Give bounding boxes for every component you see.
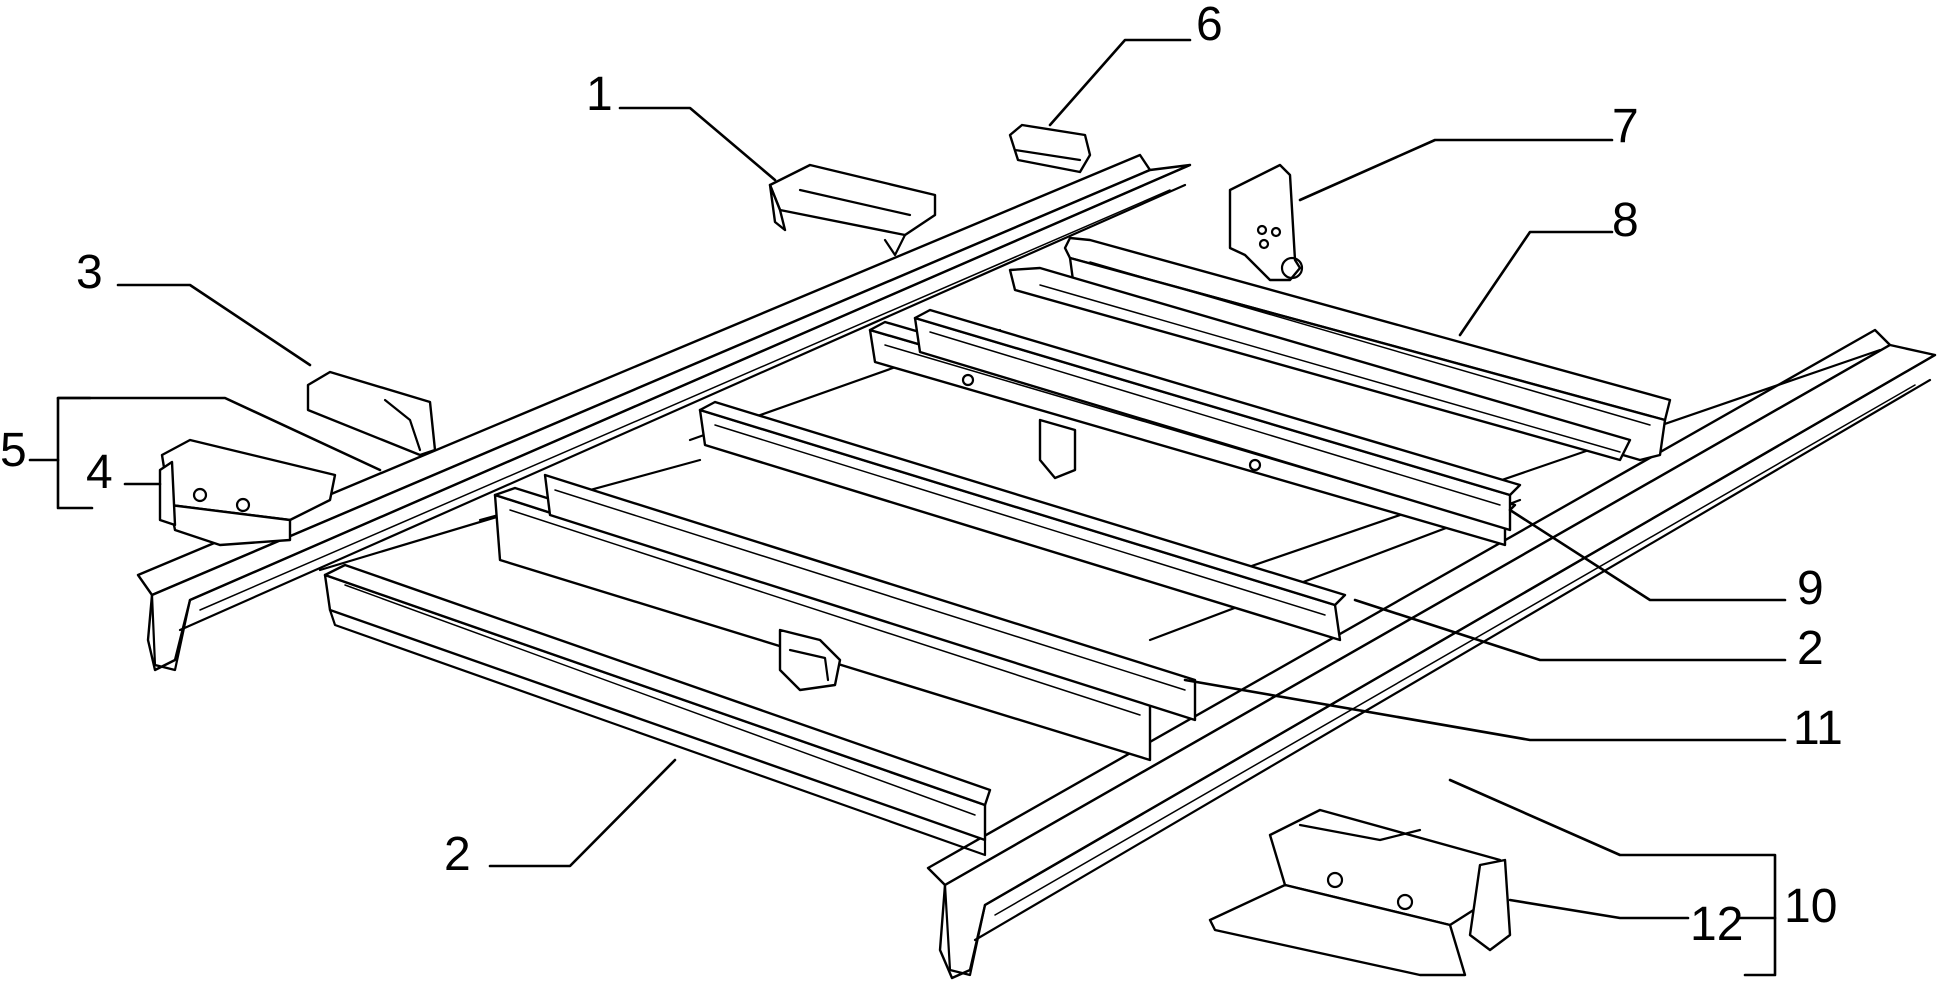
part-7-plate — [1228, 163, 1304, 282]
part-3-bracket — [306, 370, 437, 457]
part-12-bracket — [1208, 808, 1512, 977]
part-4-bracket — [158, 438, 337, 547]
front-cross-member — [323, 563, 992, 857]
callout-4: 4 — [86, 446, 113, 499]
leader-5-link — [56, 396, 382, 472]
middle-cross-member — [698, 400, 1347, 642]
cross-member-rear-11 — [543, 473, 1197, 722]
right-longitudinal-rail — [926, 328, 1937, 980]
leader-9 — [1508, 508, 1787, 602]
callout-9: 9 — [1797, 562, 1824, 615]
rear-cross-member — [913, 308, 1522, 532]
callout-2-left: 2 — [444, 828, 471, 881]
leader-2-right — [1353, 598, 1787, 662]
leader-lines — [28, 38, 1787, 977]
callout-2-right: 2 — [1797, 622, 1824, 675]
leader-8 — [1458, 230, 1614, 337]
callout-1: 1 — [586, 68, 613, 121]
callout-5: 5 — [0, 424, 27, 477]
part-1-pad — [768, 163, 937, 257]
callout-8: 8 — [1612, 194, 1639, 247]
callout-12: 12 — [1690, 898, 1743, 951]
part-6-bracket — [1008, 123, 1092, 174]
leader-2-left — [488, 758, 677, 868]
callout-3: 3 — [76, 246, 103, 299]
callouts: 1 2 2 3 4 5 6 7 8 9 10 11 12 — [0, 0, 1843, 951]
leader-3 — [116, 283, 312, 367]
callout-7: 7 — [1612, 100, 1639, 153]
callout-10: 10 — [1784, 880, 1837, 933]
leader-12 — [1508, 898, 1690, 920]
callout-6: 6 — [1196, 0, 1223, 51]
leader-1 — [618, 106, 777, 182]
leader-11 — [1183, 678, 1787, 742]
callout-11: 11 — [1793, 702, 1843, 755]
leader-7 — [1298, 138, 1614, 202]
leader-6 — [1048, 38, 1192, 127]
leader-10-link — [1743, 916, 1777, 977]
left-longitudinal-rail — [136, 153, 1192, 672]
top-member-8 — [1008, 236, 1672, 462]
